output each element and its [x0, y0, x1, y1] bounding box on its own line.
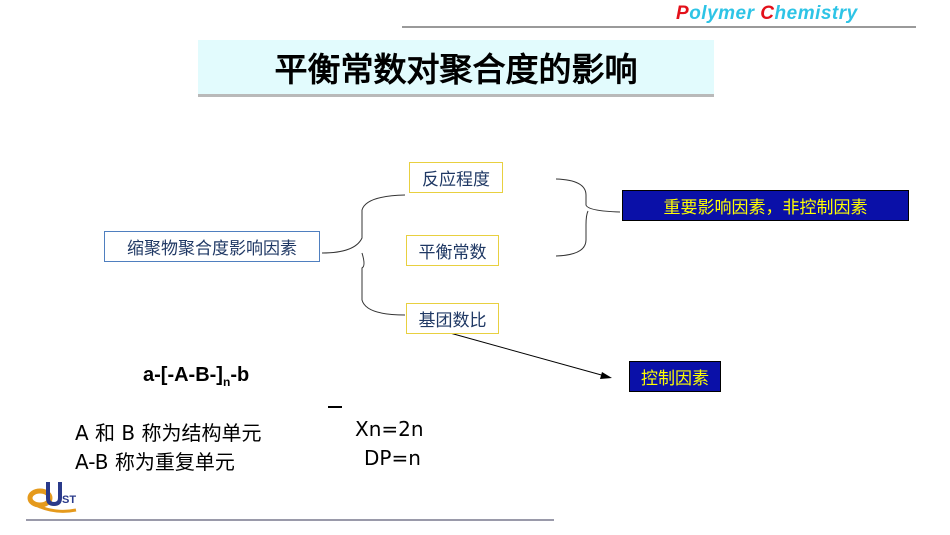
overbar	[328, 406, 342, 408]
svg-text:ST: ST	[62, 494, 76, 506]
note-xn: Xn=2n	[355, 417, 424, 441]
polymer-formula: a-[-A-B-]n-b	[143, 364, 250, 389]
arrow-head	[600, 372, 612, 379]
right-brace	[555, 178, 621, 257]
header-divider	[402, 26, 916, 28]
arrow-line	[449, 332, 606, 377]
note-structural-unit: A 和 B 称为结构单元	[75, 421, 262, 445]
control-factor-box: 控制因素	[629, 361, 721, 392]
slide-title: 平衡常数对聚合度的影响	[198, 40, 714, 94]
note-repeat-unit: A-B 称为重复单元	[75, 450, 235, 474]
root-factor-box: 缩聚物聚合度影响因素	[104, 231, 320, 262]
important-noncontrol-box: 重要影响因素，非控制因素	[622, 190, 909, 221]
note-dp: DP=n	[364, 446, 421, 470]
left-brace	[321, 194, 406, 316]
qust-logo-icon: ST	[27, 482, 76, 513]
polymer-chemistry-logo: Polymer Chemistry	[676, 3, 858, 24]
factor-group-ratio: 基团数比	[406, 303, 499, 334]
factor-reaction-extent: 反应程度	[409, 162, 503, 193]
footer-divider	[26, 519, 554, 521]
factor-equilibrium-constant: 平衡常数	[406, 235, 499, 266]
